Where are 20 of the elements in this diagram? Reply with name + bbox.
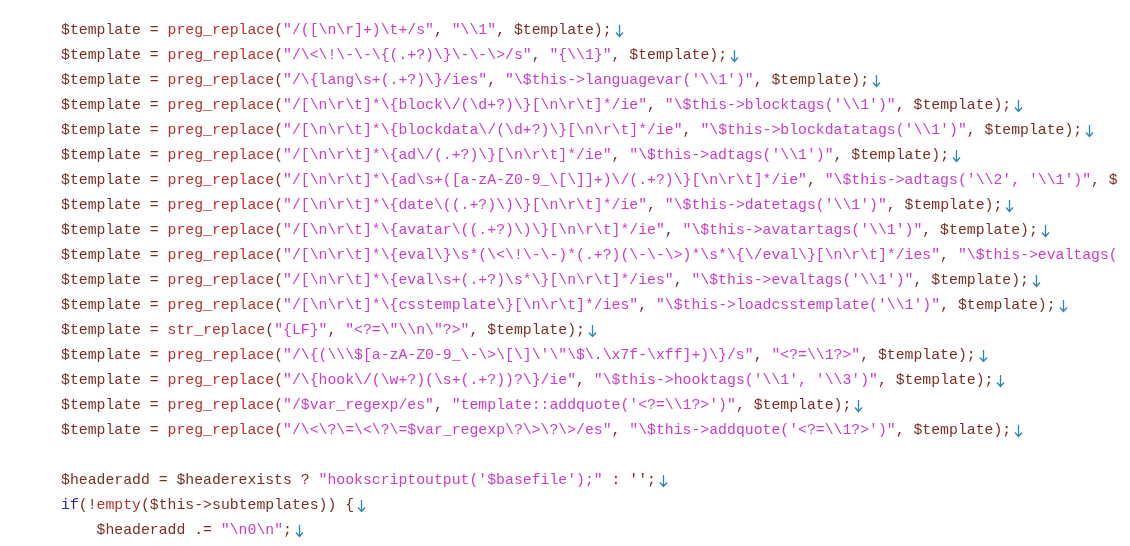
code-line: $template = str_replace("{LF}", "<?=\"\\n\"?>", $template); xyxy=(61,321,585,340)
code-line: $template = preg_replace("/\{lang\s+(.+?)\}/ies", "\$this->languagevar('\\1')", $template); xyxy=(61,71,870,90)
code-line: $template = preg_replace("/[\n\r\t]*\{block\/(\d+?)\}[\n\r\t]*/ie", "\$this->blocktags('\\1')", $template); xyxy=(61,96,1012,115)
code-line: $template = preg_replace("/[\n\r\t]*\{eval\s+(.+?)\s*\}[\n\r\t]*/ies", "\$this->evaltags('\\1')", $template); xyxy=(61,271,1029,290)
code-line: $template = preg_replace("/\<\?\=\<\?\=$var_regexp\?\>\?\>/es", "\$this->addquote('<?=\\1?>')", $template); xyxy=(61,421,1012,440)
code-line: $template = preg_replace("/\{(\\\$[a-zA-Z0-9_\-\>\[\]\'\"\$\.\x7f-\xff]+)\}/s", "<?=\\1?>", $template); xyxy=(61,346,976,365)
code-line: $headeradd = $headerexists ? "hookscriptoutput('$basefile');" : ''; xyxy=(61,471,656,490)
code-line: if(!empty($this->subtemplates)) { xyxy=(61,496,355,515)
code-line: $template = preg_replace("/([\n\r]+)\t+/s", "\\1", $template); xyxy=(61,21,612,40)
code-line: $headeradd .= "\n0\n"; xyxy=(95,521,292,540)
code-line: $template = preg_replace("/[\n\r\t]*\{blockdata\/(\d+?)\}[\n\r\t]*/ie", "\$this->blockdatatags('\\1')", $template); xyxy=(61,121,1083,140)
code-line: $template = preg_replace("/\{hook\/(\w+?)(\s+(.+?))?\}/ie", "\$this->hooktags('\\1', '\\3')", $template); xyxy=(61,371,994,390)
code-line: $template = preg_replace("/[\n\r\t]*\{eval\}\s*(\<\!\-\-)*(.+?)(\-\-\>)*\s*\{\/eval\}[\n\r\t]*/ies", "\$this->evaltags( xyxy=(61,246,1118,265)
code-line: $template = preg_replace("/[\n\r\t]*\{avatar\((.+?)\)\}[\n\r\t]*/ie", "\$this->avatartags('\\1')", $template); xyxy=(61,221,1038,240)
code-line: $template = preg_replace("/[\n\r\t]*\{ad\/(.+?)\}[\n\r\t]*/ie", "\$this->adtags('\\1')", $template); xyxy=(61,146,949,165)
code-line: $template = preg_replace("/[\n\r\t]*\{date\((.+?)\)\}[\n\r\t]*/ie", "\$this->datetags('\\1')", $template); xyxy=(61,196,1003,215)
code-line: $template = preg_replace("/[\n\r\t]*\{csstemplate\}[\n\r\t]*/ies", "\$this->loadcsstemplate('\\1')", $template); xyxy=(61,296,1056,315)
code-line: $template = preg_replace("/[\n\r\t]*\{ad\s+([a-zA-Z0-9_\[\]]+)\/(.+?)\}[\n\r\t]*/ie", "\$this->adtags('\\2', '\\1')", $ xyxy=(61,171,1118,190)
code-line: $template = preg_replace("/$var_regexp/es", "template::addquote('<?=\\1?>')", $template); xyxy=(61,396,852,415)
code-line: $template = preg_replace("/\<\!\-\-\{(.+?)\}\-\-\>/s", "{\\1}", $template); xyxy=(61,46,728,65)
